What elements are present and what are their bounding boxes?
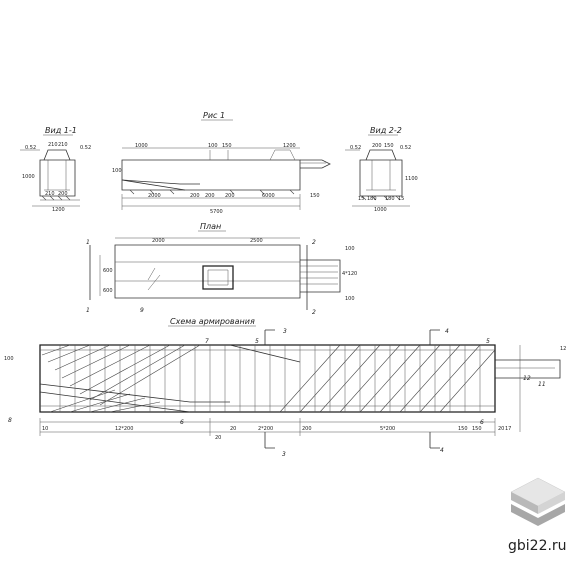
v11-dim-1200: 1200	[52, 207, 65, 213]
schema-pos-5a: 5	[255, 338, 259, 345]
v11-dim-052a: 0.52	[25, 145, 36, 151]
v22-dim-15a: 15	[358, 196, 364, 202]
elev-dim-100b: 100	[112, 168, 122, 174]
schema-mark-4b: 4	[440, 447, 444, 454]
schema-pos-8a: 8	[8, 417, 12, 424]
schema-dim-17: 17	[505, 426, 511, 432]
elev-dim-100a: 100	[208, 143, 218, 149]
schema-dim-12x200: 12*200	[115, 426, 133, 432]
view-2-2: Вид 2-2 0.52 200 150 0.52 1100 1000 15 1…	[345, 126, 418, 213]
schema-pos-6a: 6	[180, 419, 184, 426]
v22-dim-180b: 180	[385, 196, 395, 202]
plan-mark-2a: 2	[312, 239, 316, 246]
v11-dim-210c: 210	[45, 191, 55, 197]
v22-dim-052a: 0.52	[350, 145, 361, 151]
plan-mark-2b: 2	[312, 309, 316, 316]
view-1-1: Вид 1-1 0.52 0.52 210 210 210 200 1200 1…	[20, 126, 91, 213]
elev-dim-1000: 1000	[135, 143, 148, 149]
elev-dim-1200: 1200	[283, 143, 296, 149]
schema-dim-10: 10	[42, 426, 48, 432]
v11-dim-052b: 0.52	[80, 145, 91, 151]
v22-dim-200: 200	[372, 143, 382, 149]
elev-dim-150a: 150	[222, 143, 232, 149]
plan-dim-2000: 2000	[152, 238, 165, 244]
schema-dim-5x200: 5*200	[380, 426, 395, 432]
v11-dim-vert: 1000	[22, 174, 35, 180]
v11-dim-210a: 210	[48, 142, 58, 148]
schema-pos-6b: 6	[480, 419, 484, 426]
watermark-site: gbi22.ru	[508, 538, 567, 554]
v22-dim-052b: 0.52	[400, 145, 411, 151]
elevation-view: 1000 100 150 1200 2000 200 200 200 6000 …	[112, 143, 331, 215]
reinforcement-title: Схема армирования	[170, 317, 255, 326]
elev-dim-200a: 200	[190, 193, 200, 199]
elev-dim-200c: 200	[225, 193, 235, 199]
schema-dim-150b: 150	[472, 426, 482, 432]
plan-mark-1b: 1	[86, 307, 90, 314]
schema-dim-200: 200	[302, 426, 312, 432]
plan-view: План 2000 2500 600 600 100 4*120 100 1 1…	[86, 222, 357, 316]
plan-dim-100b: 100	[345, 296, 355, 302]
elev-dim-150b: 150	[310, 193, 320, 199]
v22-dim-150: 150	[384, 143, 394, 149]
watermark-logo	[510, 477, 566, 526]
v22-dim-15b: 15	[398, 196, 404, 202]
v11-dim-200a: 200	[58, 191, 68, 197]
reinforcement-scheme: Схема армирования 3 3 4 4 7 5	[4, 317, 566, 458]
schema-pos-5b: 5	[486, 338, 490, 345]
schema-dim-2x200: 2*200	[258, 426, 273, 432]
plan-dim-4x120: 4*120	[342, 271, 357, 277]
schema-mark-3a: 3	[283, 328, 287, 335]
schema-pos-12: 12	[523, 375, 531, 382]
schema-mark-4a: 4	[445, 328, 449, 335]
view-2-2-title: Вид 2-2	[370, 126, 402, 135]
schema-dim-150a: 150	[458, 426, 468, 432]
plan-title: План	[200, 222, 221, 231]
elev-dim-6000: 6000	[262, 193, 275, 199]
plan-mark-1a: 1	[86, 239, 90, 246]
v11-dim-210b: 210	[58, 142, 68, 148]
schema-pos-11: 11	[538, 381, 546, 388]
elev-dim-200b: 200	[205, 193, 215, 199]
elev-dim-5700: 5700	[210, 209, 223, 215]
v22-dim-1100: 1100	[405, 176, 418, 182]
schema-dim-20a: 20	[215, 435, 221, 441]
v22-dim-180a: 180	[367, 196, 377, 202]
figure-title: Рис 1	[203, 111, 225, 120]
plan-dim-100a: 100	[345, 246, 355, 252]
plan-pos-9: 9	[140, 307, 144, 314]
v22-dim-1000: 1000	[374, 207, 387, 213]
schema-dim-20c: 20	[498, 426, 504, 432]
plan-dim-600b: 600	[103, 288, 113, 294]
schema-dim-20b: 20	[230, 426, 236, 432]
plan-dim-2500: 2500	[250, 238, 263, 244]
view-1-1-title: Вид 1-1	[45, 126, 77, 135]
plan-dim-600a: 600	[103, 268, 113, 274]
elev-dim-2000: 2000	[148, 193, 161, 199]
schema-pos-7: 7	[205, 338, 209, 345]
schema-dim-left: 100	[4, 356, 14, 362]
schema-mark-3b: 3	[282, 451, 286, 458]
schema-dim-right: 12	[560, 346, 566, 352]
